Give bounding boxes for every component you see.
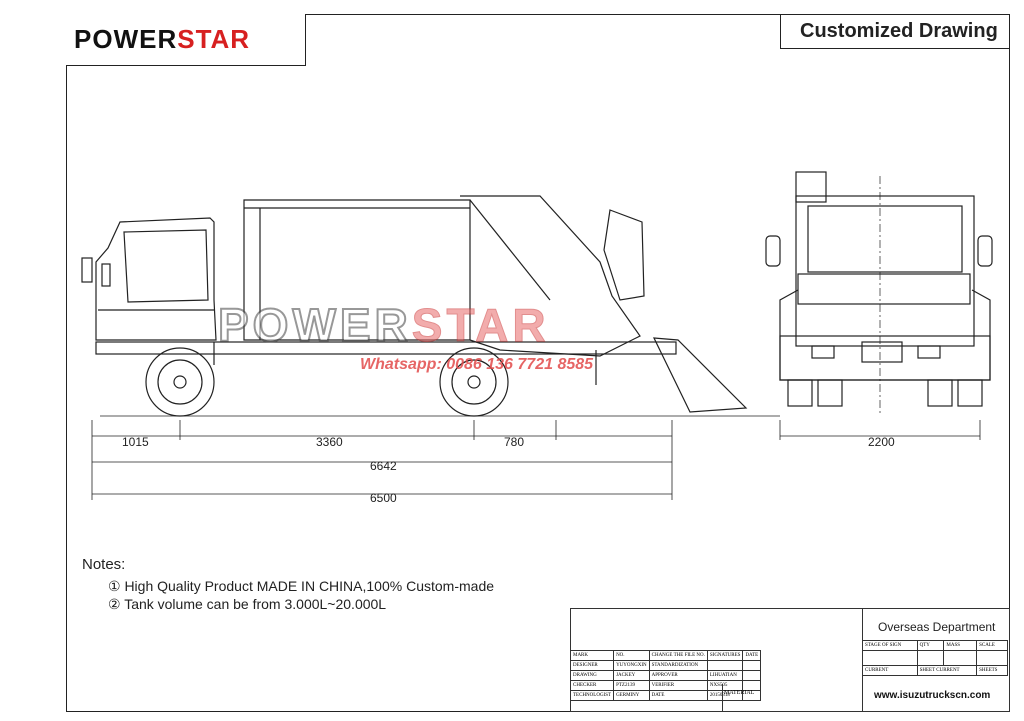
note-item: ② Tank volume can be from 3.000L~20.000L <box>108 596 387 612</box>
title-block-divider <box>722 684 723 712</box>
tb-cell <box>742 690 762 701</box>
website-link[interactable]: www.isuzutruckscn.com <box>874 690 991 701</box>
notes: Notes: ① High Quality Product MADE IN CH… <box>82 556 494 613</box>
truck-rear-view <box>765 171 993 414</box>
dim-overall-length-1: 6642 <box>370 459 397 473</box>
note-item: ① High Quality Product MADE IN CHINA,100… <box>108 578 495 594</box>
title-block-divider <box>862 608 863 712</box>
logo-box: POWERSTAR <box>66 14 306 66</box>
page-title: Customized Drawing <box>800 20 998 42</box>
tb-cell: SHEETS <box>976 665 1008 676</box>
watermark-whatsapp: Whatsapp: 0086 136 7721 8585 <box>360 356 594 373</box>
truck-side-view <box>81 195 780 417</box>
notes-heading: Notes: <box>82 556 126 573</box>
powerstar-logo: POWERSTAR <box>74 24 251 54</box>
dimension-lines <box>91 420 981 500</box>
tb-cell: TECHNOLOGIST <box>569 690 615 701</box>
tb-cell: DATE <box>648 690 708 701</box>
dim-rear-overhang: 780 <box>504 435 524 449</box>
dim-wheelbase: 3360 <box>316 435 343 449</box>
dim-front-overhang: 1015 <box>122 435 149 449</box>
drawing-frame <box>66 14 1010 712</box>
title-underline <box>780 48 1010 49</box>
title-block-border <box>570 608 1010 712</box>
watermark-logo: POWERSTAR <box>217 298 550 352</box>
department-label: Overseas Department <box>878 620 996 634</box>
dim-overall-length-2: 6500 <box>370 491 397 505</box>
material-label: MATERIAL <box>724 690 755 696</box>
title-divider <box>780 14 781 48</box>
dim-width: 2200 <box>868 435 895 449</box>
